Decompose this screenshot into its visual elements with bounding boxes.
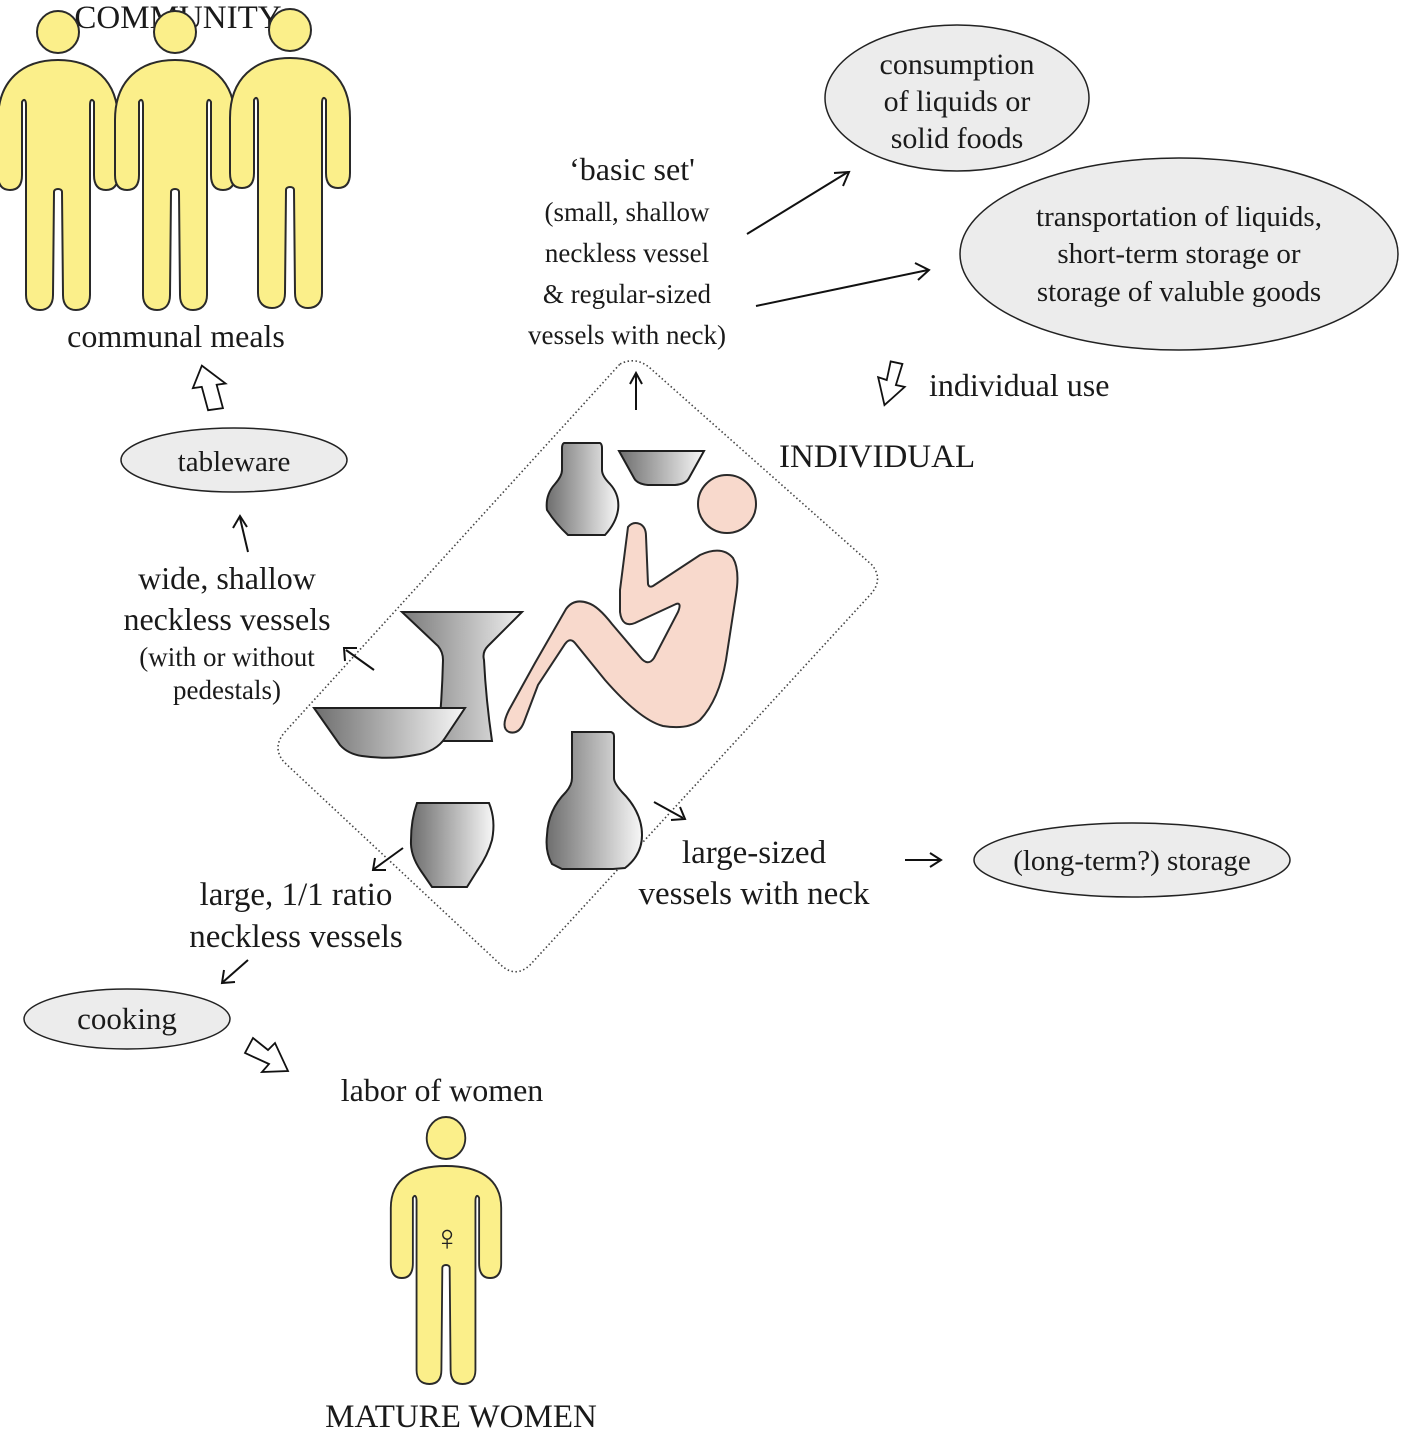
block-arrow-up-icon [191,364,228,412]
text-line: neckless vessel [545,238,709,268]
person-icon [229,8,351,309]
text-line: consumption [880,48,1035,81]
cooking-pot [409,802,495,888]
arrow-to-basic-set [629,370,643,410]
woman-figure-icon [389,1116,503,1386]
labor-of-women-label: labor of women [341,1072,544,1108]
text-line: vessels with neck) [528,320,726,350]
text-line: wide, shallow [138,560,316,596]
text-line: neckless vessels [123,601,330,637]
cooking-label: cooking [77,1001,177,1036]
storage-label: (long-term?) storage [1013,845,1251,877]
individual-head [697,474,757,534]
vessels [312,442,706,888]
text-line: large, 1/1 ratio [200,877,393,913]
small-shallow-bowl [617,450,706,486]
text-line: neckless vessels [189,919,403,955]
storage-node: (long-term?) storage [973,822,1291,898]
individual-boundary [277,360,879,973]
community-figures [0,8,351,311]
cooking-node: cooking [23,988,231,1050]
text-line: ‘basic set' [569,151,695,187]
individual-body [503,522,739,734]
block-arrow-down-icon [876,360,907,407]
mature-women-title: MATURE WOMEN [325,1399,597,1432]
text-line: storage of valuble goods [1037,276,1321,308]
large-necked-text: large-sized vessels with neck [639,835,870,912]
individual-use-label: individual use [929,367,1109,403]
communal-meals-label: communal meals [67,318,285,354]
arrow-to-tableware [232,514,249,553]
arrow-to-large-necked [653,801,687,821]
arrow-to-storage [905,852,943,868]
cooking-pot-text: large, 1/1 ratio neckless vessels [189,877,403,955]
person-icon [114,10,236,311]
text-line: (small, shallow [545,197,710,227]
arrow-to-transportation [755,262,931,307]
arrow-to-cooking-pot-text [371,847,404,871]
pedestal-vessel [399,611,525,742]
tableware-label: tableware [178,446,291,478]
basic-set-text: ‘basic set' (small, shallow neckless ves… [528,151,726,350]
text-line: large-sized [682,835,827,871]
arrow-to-wide-shallow [342,647,375,671]
large-necked-vessel [545,731,644,870]
text-line: & regular-sized [543,279,712,309]
arrow-to-consumption [746,170,851,235]
text-line: solid foods [891,122,1024,155]
wide-shallow-bowl [312,707,467,759]
female-symbol-icon: ♀ [434,1218,461,1258]
consumption-node: consumption of liquids or solid foods [824,24,1090,172]
text-line: of liquids or [884,85,1031,118]
text-line: (with or without [139,642,315,672]
text-line: short-term storage or [1057,238,1301,270]
wide-shallow-text: wide, shallow neckless vessels (with or … [123,560,330,705]
text-line: transportation of liquids, [1036,201,1322,233]
seated-individual-figure [503,474,757,734]
small-necked-vessel [545,442,620,536]
transportation-node: transportation of liquids, short-term st… [959,157,1399,351]
text-line: pedestals) [173,675,281,705]
tableware-node: tableware [120,427,348,493]
person-icon [0,10,119,311]
text-line: vessels with neck [639,876,870,912]
arrow-to-cooking [220,959,249,985]
individual-title: INDIVIDUAL [779,439,975,475]
block-arrow-diagonal-icon [243,1036,290,1073]
